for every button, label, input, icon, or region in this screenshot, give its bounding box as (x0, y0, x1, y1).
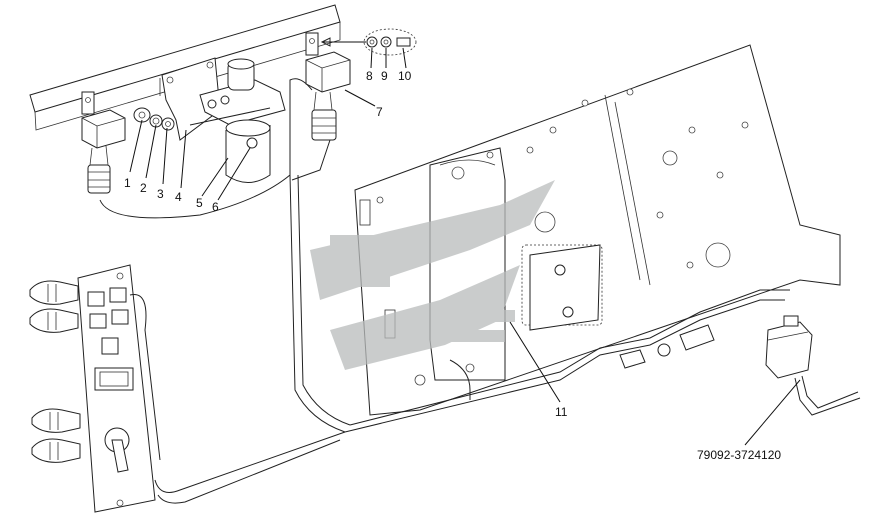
callout-4: 4 (175, 190, 182, 204)
callout-1: 1 (124, 176, 131, 190)
callout-8: 8 (366, 69, 373, 83)
watermark-chevron-bottom (330, 265, 520, 370)
fasteners-8-10 (320, 28, 417, 56)
right-connectors (619, 315, 861, 416)
switch-panel (77, 264, 156, 513)
callout-10: 10 (398, 69, 412, 83)
wiring-harness (99, 78, 790, 504)
callout-5: 5 (196, 196, 203, 210)
leader-lines (129, 47, 801, 446)
fasteners-1-3 (133, 107, 175, 131)
callout-11: 11 (555, 405, 568, 419)
callout-6: 6 (212, 200, 219, 214)
watermark-bar-1 (330, 235, 410, 247)
watermark-chevron-top (310, 180, 555, 300)
watermark-bar-5 (450, 330, 505, 342)
watermark-bar-3 (320, 275, 390, 287)
watermark-bar-2 (325, 255, 400, 267)
relay-right (305, 32, 351, 141)
relay-left (81, 91, 126, 194)
callout-7: 7 (376, 105, 383, 119)
watermark-logo (310, 180, 555, 370)
callout-labels: 1 2 3 4 5 6 7 8 9 10 11 79092-3724120 (124, 69, 781, 462)
panel-connectors (29, 280, 81, 463)
part-number-label: 79092-3724120 (697, 448, 781, 462)
callout-3: 3 (157, 187, 164, 201)
callout-9: 9 (381, 69, 388, 83)
callout-2: 2 (140, 181, 147, 195)
solenoid-assembly (161, 57, 286, 183)
watermark-bar-4 (455, 310, 515, 322)
